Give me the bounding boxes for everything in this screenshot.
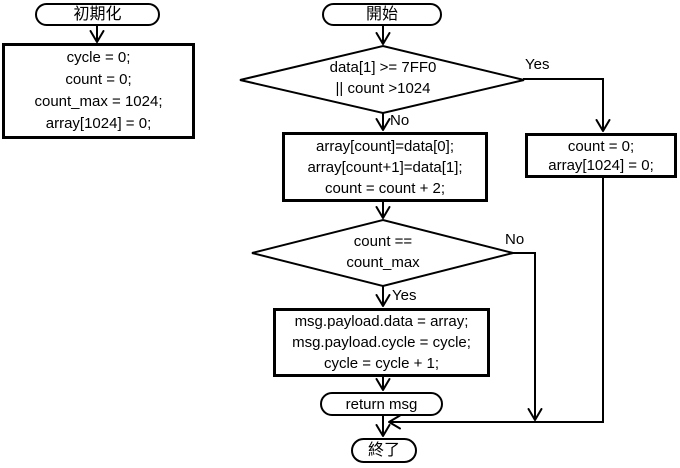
connector-reset-to-merge xyxy=(390,178,604,423)
process-init-line: count_max = 1024; xyxy=(34,93,163,110)
process-store: array[count]=data[0]; array[count+1]=dat… xyxy=(282,132,488,202)
arrowhead-end-icon xyxy=(375,424,391,437)
terminal-init: 初期化 xyxy=(35,3,160,26)
process-init-line: array[1024] = 0; xyxy=(45,115,152,132)
process-init-line: count = 0; xyxy=(65,71,132,88)
arrowhead-decision1-no-icon xyxy=(375,118,391,131)
arrowhead-decision2-yes-icon xyxy=(375,294,391,307)
process-reset-line: count = 0; xyxy=(567,137,635,155)
process-reset-line: array[1024] = 0; xyxy=(548,156,654,174)
process-emit-line: msg.payload.data = array; xyxy=(294,313,469,330)
terminal-end: 終了 xyxy=(351,438,417,463)
process-store-line: array[count+1]=data[1]; xyxy=(307,158,463,176)
terminal-return: return msg xyxy=(320,392,443,416)
terminal-init-label: 初期化 xyxy=(73,5,122,23)
arrowhead-start-icon xyxy=(375,32,391,45)
process-emit: msg.payload.data = array; msg.payload.cy… xyxy=(273,308,490,377)
connector-decision2-no xyxy=(513,252,536,419)
process-init-line: cycle = 0; xyxy=(66,49,131,66)
arrowhead-init-icon xyxy=(89,30,105,43)
process-emit-line: msg.payload.cycle = cycle; xyxy=(292,334,471,351)
terminal-start: 開始 xyxy=(322,3,442,26)
process-store-line: count = count + 2; xyxy=(324,179,446,197)
decision-countmax-text: count == count_max xyxy=(346,233,420,271)
decision-overflow-text: data[1] >= 7FF0 || count >1024 xyxy=(329,59,437,97)
connector-decision1-yes xyxy=(523,78,604,130)
decision1-yes-label: Yes xyxy=(525,56,550,73)
process-store-line: array[count]=data[0]; xyxy=(315,137,454,155)
terminal-start-label: 開始 xyxy=(365,5,398,23)
process-emit-line: cycle = cycle + 1; xyxy=(323,355,440,372)
arrowhead-return-icon xyxy=(375,378,391,391)
arrowhead-decision1-yes-icon xyxy=(595,119,611,132)
arrowhead-merge-left-icon xyxy=(388,414,401,430)
decision2-yes-label: Yes xyxy=(392,287,417,304)
decision1-no-label: No xyxy=(390,112,410,129)
terminal-return-label: return msg xyxy=(345,395,418,413)
process-reset: count = 0; array[1024] = 0; xyxy=(525,133,677,178)
process-init: cycle = 0; count = 0; count_max = 1024; … xyxy=(2,43,195,139)
decision2-no-label: No xyxy=(505,231,525,248)
arrowhead-decision2-no-icon xyxy=(527,408,543,421)
arrowhead-store-icon xyxy=(375,206,391,219)
terminal-end-label: 終了 xyxy=(367,441,400,459)
